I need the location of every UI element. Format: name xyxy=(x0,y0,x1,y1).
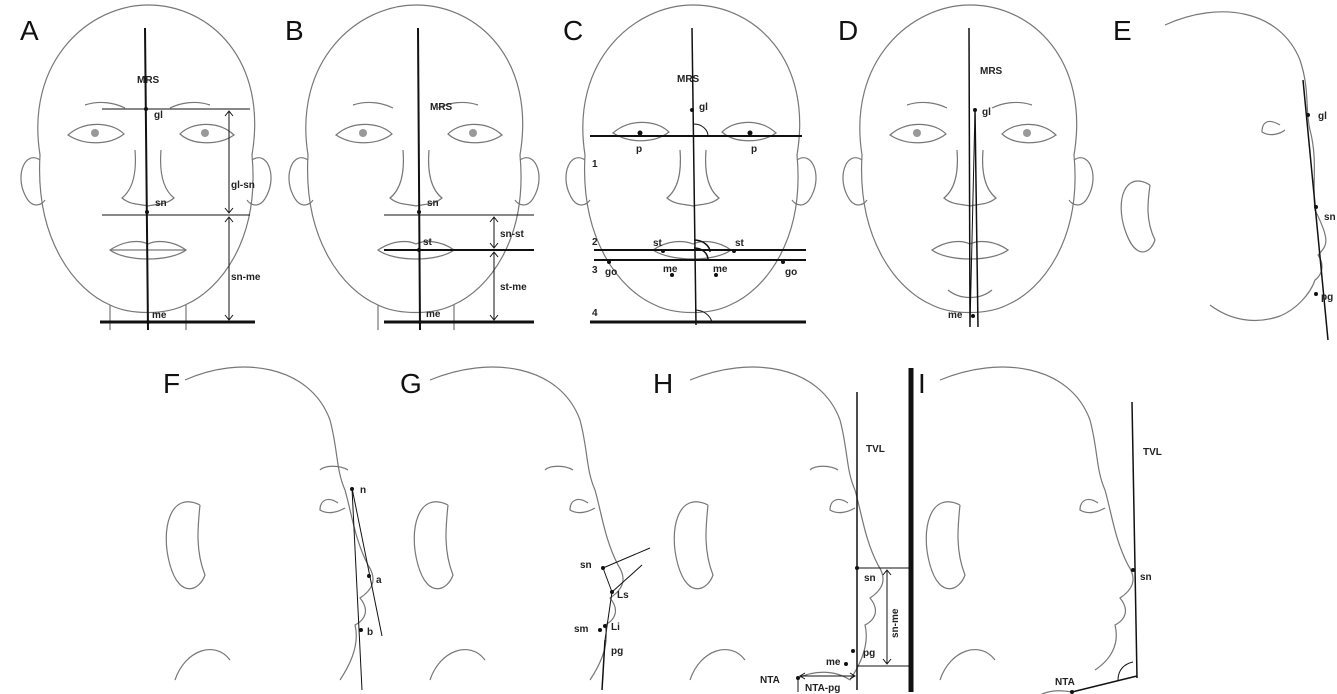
label-sn-st: sn-st xyxy=(500,229,525,240)
label-pg: pg xyxy=(611,646,623,657)
panel-c: C MRS gl p p 1 2 st st 3 go me xyxy=(563,5,816,325)
label-tvl: TVL xyxy=(866,444,885,455)
panel-letter-g: G xyxy=(400,368,422,399)
label-tvl: TVL xyxy=(1143,447,1162,458)
label-nta-pg: NTA-pg xyxy=(805,683,840,694)
label-li: Li xyxy=(611,622,620,633)
label-go-left: go xyxy=(605,267,617,278)
panel-letter-i: I xyxy=(918,368,926,399)
label-sn-me: sn-me xyxy=(231,272,261,283)
label-pg: pg xyxy=(863,648,875,659)
label-gl: gl xyxy=(154,110,163,121)
panel-g: G sn Ls Li sm pg xyxy=(400,367,650,690)
panel-f: F n a b xyxy=(163,367,382,690)
label-st-right: st xyxy=(735,238,745,249)
label-gl-sn: gl-sn xyxy=(231,180,255,191)
label-p-left: p xyxy=(636,144,642,155)
panel-b: B MRS sn sn-st st st-me me xyxy=(285,5,539,330)
label-pg: pg xyxy=(1321,292,1333,303)
label-sn: sn xyxy=(155,198,167,209)
label-sn: sn xyxy=(1324,212,1336,223)
panel-letter-h: H xyxy=(653,368,673,399)
label-gl: gl xyxy=(699,102,708,113)
label-line-3: 3 xyxy=(592,265,598,276)
label-mrs: MRS xyxy=(430,102,453,113)
label-st-me: st-me xyxy=(500,282,527,293)
panel-letter-b: B xyxy=(285,15,304,46)
panel-letter-c: C xyxy=(563,15,583,46)
panel-letter-a: A xyxy=(20,15,39,46)
label-n: n xyxy=(360,485,366,496)
label-line-1: 1 xyxy=(592,159,598,170)
label-sn: sn xyxy=(580,560,592,571)
label-me: me xyxy=(826,657,841,668)
label-line-4: 4 xyxy=(592,308,598,319)
label-sn: sn xyxy=(1140,572,1152,583)
panel-letter-f: F xyxy=(163,368,180,399)
panel-i: I TVL sn NTA xyxy=(918,367,1162,694)
label-gl: gl xyxy=(982,107,991,118)
label-sn: sn xyxy=(864,573,876,584)
label-b: b xyxy=(367,627,373,638)
label-sm: sm xyxy=(574,624,589,635)
label-go-right: go xyxy=(785,267,797,278)
label-sn: sn xyxy=(427,198,439,209)
label-ls: Ls xyxy=(617,590,629,601)
panel-h: H TVL sn sn-me pg me NTA NTA-pg xyxy=(653,367,911,694)
panel-letter-d: D xyxy=(838,15,858,46)
label-mrs: MRS xyxy=(137,75,160,86)
label-a: a xyxy=(376,575,382,586)
label-st: st xyxy=(423,237,433,248)
label-mrs: MRS xyxy=(677,74,700,85)
label-st-left: st xyxy=(653,238,663,249)
label-mrs: MRS xyxy=(980,66,1003,77)
panel-letter-e: E xyxy=(1113,15,1132,46)
panel-d: D MRS gl me xyxy=(838,5,1093,327)
label-me: me xyxy=(152,310,167,321)
panel-e: E gl sn pg xyxy=(1113,12,1336,340)
panel-a: A MRS gl gl-sn sn sn-me me xyxy=(20,5,271,330)
label-line-2: 2 xyxy=(592,237,598,248)
label-me: me xyxy=(426,309,441,320)
label-sn-me: sn-me xyxy=(890,608,901,638)
label-p-right: p xyxy=(751,144,757,155)
label-me: me xyxy=(948,310,963,321)
label-me-right: me xyxy=(713,264,728,275)
label-gl: gl xyxy=(1318,111,1327,122)
label-nta: NTA xyxy=(1055,677,1075,688)
label-nta: NTA xyxy=(760,675,780,686)
label-me-left: me xyxy=(663,264,678,275)
